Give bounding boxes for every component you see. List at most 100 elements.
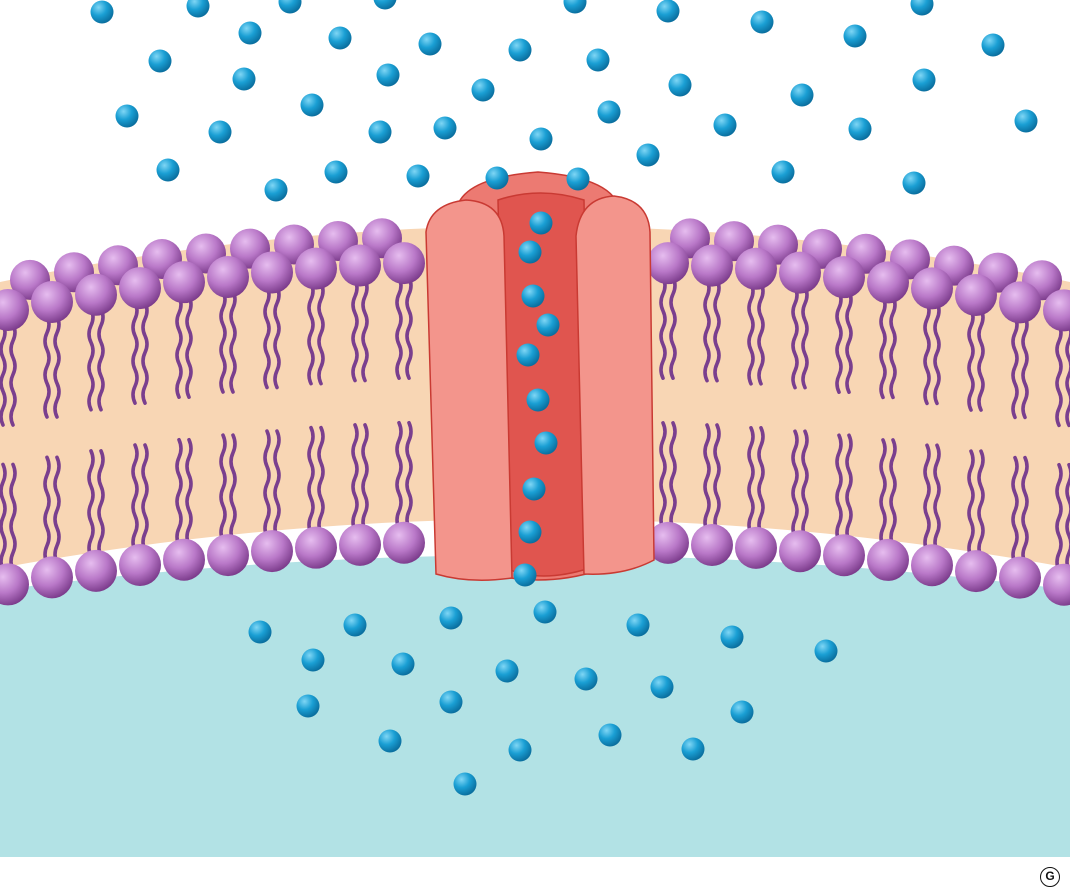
ion-particle <box>513 563 537 587</box>
lipid-tail <box>0 322 7 427</box>
lipid-tail <box>835 433 843 544</box>
lipid-tail <box>273 429 281 539</box>
lipid-tail <box>1021 455 1029 566</box>
lipid-tail <box>713 277 721 383</box>
ion-particle <box>563 0 587 14</box>
ion-particle <box>518 240 542 264</box>
lipid-tail <box>659 275 667 380</box>
ion-particle <box>439 606 463 630</box>
lipid-tail <box>757 426 765 536</box>
phospholipid-head <box>383 521 425 564</box>
phospholipid-head <box>207 534 249 577</box>
lower-leaflet-heads <box>0 521 1070 606</box>
lipid-tail <box>1021 314 1029 420</box>
lipid-tail <box>669 275 677 380</box>
lipid-tail <box>53 455 61 566</box>
phospholipid-head <box>163 538 205 581</box>
phospholipid-head <box>251 251 293 294</box>
ion-particle <box>296 694 320 718</box>
lipid-tail <box>175 437 183 548</box>
lipid-tail <box>317 280 325 386</box>
ion-particle <box>373 0 397 10</box>
phospholipid-head <box>867 261 909 304</box>
lipid-tail <box>263 284 271 390</box>
ion-particle <box>598 723 622 747</box>
ion-particle <box>90 0 114 24</box>
ion-particle <box>848 117 872 141</box>
lipid-tail <box>835 289 843 394</box>
ion-particle <box>418 32 442 56</box>
lipid-tail <box>845 433 853 544</box>
lipid-tail <box>141 300 149 405</box>
lipid-tail <box>175 294 183 399</box>
lipid-tail <box>219 433 227 543</box>
lipid-tail <box>801 284 809 390</box>
phospholipid-head <box>163 261 205 304</box>
ion-particle <box>586 48 610 72</box>
channel-right-subunit <box>575 195 655 575</box>
lipid-tail <box>97 306 105 412</box>
ion-particle <box>508 38 532 62</box>
ion-particle <box>681 737 705 761</box>
phospholipid-head <box>0 563 29 606</box>
lipid-tail <box>53 314 61 419</box>
ion-particle <box>771 160 795 184</box>
phospholipid-head <box>911 544 953 587</box>
phospholipid-head <box>1043 289 1070 332</box>
phospholipid-head <box>735 247 777 290</box>
ion-particle <box>485 166 509 190</box>
ion-particle <box>790 83 814 107</box>
lipid-tail <box>791 429 799 540</box>
phospholipid-head <box>779 251 821 294</box>
lipid-tail <box>1011 314 1019 420</box>
upper-leaflet-heads-front <box>0 242 1070 332</box>
lipid-tail <box>669 421 677 531</box>
lipid-tail <box>967 307 975 412</box>
lipid-tail <box>131 443 139 553</box>
lipid-tail <box>713 423 721 533</box>
lipid-tail <box>923 300 931 406</box>
ion-particle <box>521 284 545 308</box>
phospholipid-head <box>867 538 909 581</box>
lipid-tail <box>845 289 853 394</box>
lipid-tail <box>659 421 667 531</box>
phospholipid-head <box>1043 563 1070 606</box>
ion-particle <box>301 648 325 672</box>
ion-particle <box>115 104 139 128</box>
ion-particle <box>508 738 532 762</box>
lipid-tail <box>229 433 237 543</box>
ion-particle <box>378 729 402 753</box>
phospholipid-head <box>339 244 381 287</box>
ion-particle <box>534 431 558 455</box>
phospholipid-head <box>75 273 117 316</box>
lower-leaflet-tails <box>0 420 1070 573</box>
lipid-tail <box>933 443 941 554</box>
lipid-tail <box>703 277 711 383</box>
lipid-tail <box>1055 322 1063 428</box>
phospholipid-head <box>911 267 953 310</box>
lipid-tail <box>395 420 403 531</box>
watermark-logo: G <box>1040 867 1060 887</box>
lipid-tail <box>97 449 105 559</box>
lipid-tail <box>923 443 931 554</box>
ion-particle <box>324 160 348 184</box>
phospholipid-head <box>955 274 997 317</box>
cytoplasm <box>0 555 1070 857</box>
lipid-tail <box>185 294 193 399</box>
lipid-tail <box>977 449 985 559</box>
phospholipid-head <box>647 242 689 285</box>
phospholipid-head <box>999 556 1041 599</box>
lipid-tail <box>131 300 139 405</box>
ion-particle <box>1014 109 1038 133</box>
phospholipid-head <box>207 255 249 298</box>
ion-particle <box>529 127 553 151</box>
ion-particle <box>981 33 1005 57</box>
ion-particle <box>656 0 680 23</box>
ion-particle <box>574 667 598 691</box>
ion-particle <box>522 477 546 501</box>
phospholipid-head <box>251 530 293 573</box>
lipid-tail <box>879 294 887 400</box>
ion-particle <box>912 68 936 92</box>
lipid-tail <box>747 426 755 536</box>
